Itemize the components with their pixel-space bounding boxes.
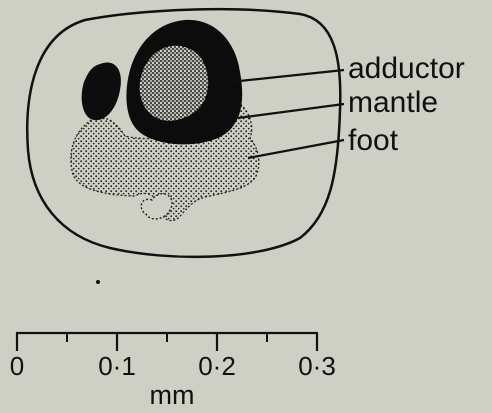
left-dark-mass (82, 62, 121, 120)
foot-leader-line (248, 140, 344, 158)
foot-label: foot (348, 124, 399, 157)
mantle-label: mantle (348, 86, 438, 119)
scale-bar: 0 0·1 0·2 0·3 mm (10, 333, 336, 410)
scale-tick-label-3: 0·3 (298, 351, 336, 381)
mantle-leader-line (238, 104, 344, 118)
stray-dot (96, 280, 100, 284)
scale-tick-label-1: 0·1 (98, 351, 136, 381)
scale-tick-label-0: 0 (10, 351, 24, 381)
adductor-label: adductor (348, 52, 465, 85)
scale-tick-label-2: 0·2 (198, 351, 236, 381)
scale-unit-label: mm (150, 380, 195, 410)
adductor-leader-line (230, 70, 344, 82)
